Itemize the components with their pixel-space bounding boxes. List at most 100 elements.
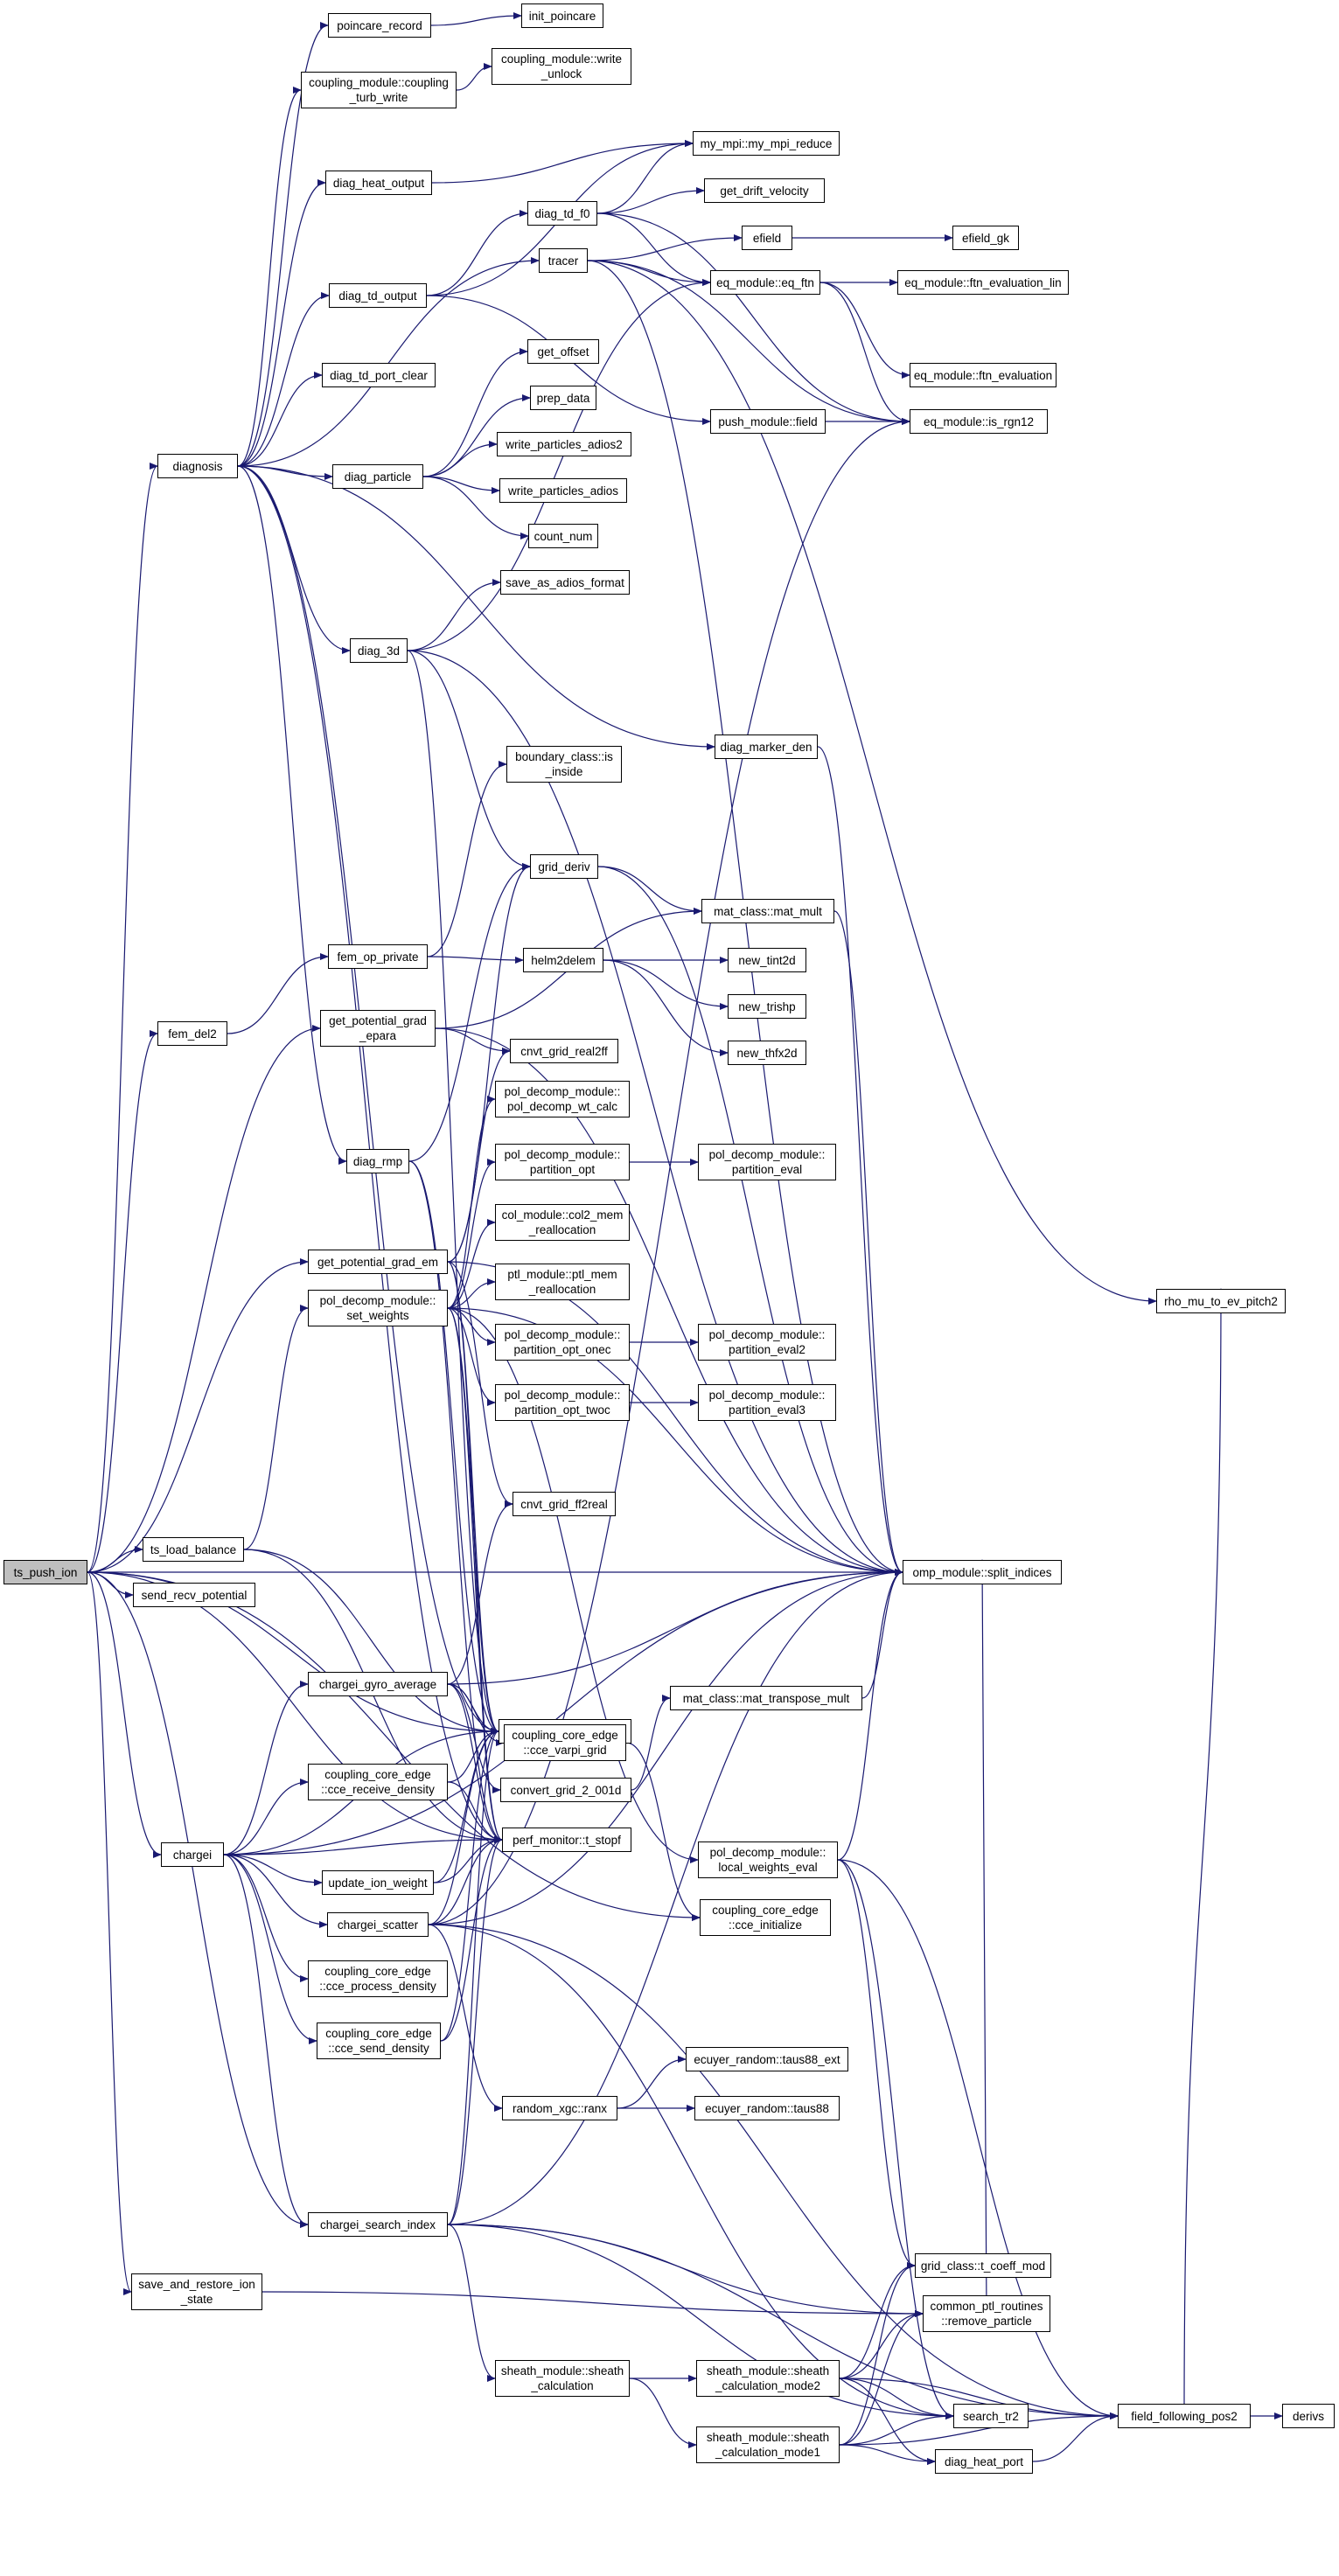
node-search-tr2[interactable]: search_tr2 <box>953 2404 1029 2428</box>
node-mat-mult[interactable]: mat_class::mat_mult <box>701 899 834 923</box>
node-grid-deriv[interactable]: grid_deriv <box>530 854 598 879</box>
node-update-ion-weight[interactable]: update_ion_weight <box>322 1870 434 1895</box>
node-partition-opt[interactable]: pol_decomp_module:: partition_opt <box>495 1144 630 1180</box>
node-cce-send-density[interactable]: coupling_core_edge ::cce_send_density <box>317 2023 441 2059</box>
node-cnvt-grid-ff2real[interactable]: cnvt_grid_ff2real <box>513 1492 616 1516</box>
node-diag-td-output[interactable]: diag_td_output <box>329 283 427 308</box>
node-convert-grid-2-001d[interactable]: convert_grid_2_001d <box>500 1778 631 1802</box>
node-is-rgn12[interactable]: eq_module::is_rgn12 <box>910 409 1048 434</box>
node-pol-decomp-wt-calc[interactable]: pol_decomp_module:: pol_decomp_wt_calc <box>495 1081 630 1117</box>
node-rho-mu-to-ev-pitch2[interactable]: rho_mu_to_ev_pitch2 <box>1156 1289 1286 1313</box>
node-t-stopf[interactable]: perf_monitor::t_stopf <box>502 1828 631 1852</box>
node-chargei-gyro-average[interactable]: chargei_gyro_average <box>308 1672 448 1696</box>
call-edge <box>426 210 528 296</box>
node-field-following-pos2[interactable]: field_following_pos2 <box>1118 2404 1251 2428</box>
node-chargei-scatter[interactable]: chargei_scatter <box>327 1912 429 1937</box>
node-efield-gk[interactable]: efield_gk <box>952 226 1019 250</box>
node-new-trishp[interactable]: new_trishp <box>728 994 806 1019</box>
node-prep-data[interactable]: prep_data <box>530 386 596 410</box>
node-col2-mem-realloc[interactable]: col_module::col2_mem _reallocation <box>495 1204 630 1241</box>
node-diagnosis[interactable]: diagnosis <box>157 454 238 478</box>
node-chargei[interactable]: chargei <box>161 1842 224 1867</box>
node-chargei-search-index[interactable]: chargei_search_index <box>308 2212 448 2237</box>
node-new-thfx2d[interactable]: new_thfx2d <box>728 1041 806 1065</box>
node-cce-process-density[interactable]: coupling_core_edge ::cce_process_density <box>308 1960 448 1997</box>
call-edge <box>237 292 330 467</box>
call-edge <box>629 2378 697 2448</box>
node-poincare-record[interactable]: poincare_record <box>328 13 431 38</box>
node-get-offset[interactable]: get_offset <box>527 339 599 364</box>
node-taus88-ext[interactable]: ecuyer_random::taus88_ext <box>686 2047 848 2071</box>
node-remove-particle[interactable]: common_ptl_routines ::remove_particle <box>923 2295 1050 2332</box>
call-edge <box>839 2378 936 2465</box>
node-ftn-eval-lin[interactable]: eq_module::ftn_evaluation_lin <box>897 270 1069 295</box>
node-mat-transpose-mult[interactable]: mat_class::mat_transpose_mult <box>670 1686 862 1710</box>
node-count-num[interactable]: count_num <box>528 524 598 548</box>
node-boundary-is-inside[interactable]: boundary_class::is _inside <box>506 746 622 783</box>
node-partition-opt-onec[interactable]: pol_decomp_module:: partition_opt_onec <box>495 1324 630 1361</box>
node-t-coeff-mod[interactable]: grid_class::t_coeff_mod <box>915 2253 1051 2278</box>
call-edge <box>603 959 729 1056</box>
call-edge <box>447 863 531 1263</box>
node-random-ranx[interactable]: random_xgc::ranx <box>502 2096 617 2120</box>
node-init-poincare[interactable]: init_poincare <box>521 3 603 28</box>
node-calc-mode2[interactable]: sheath_module::sheath _calculation_mode2 <box>696 2360 840 2397</box>
node-partition-eval2[interactable]: pol_decomp_module:: partition_eval2 <box>698 1324 836 1361</box>
node-fem-del2[interactable]: fem_del2 <box>157 1021 227 1046</box>
node-local-weights-eval[interactable]: pol_decomp_module:: local_weights_eval <box>698 1841 838 1878</box>
node-diag-particle[interactable]: diag_particle <box>332 464 423 489</box>
node-partition-eval[interactable]: pol_decomp_module:: partition_eval <box>698 1144 836 1180</box>
call-edge <box>617 2056 687 2109</box>
node-efield[interactable]: efield <box>742 226 792 250</box>
node-diag-heat-output[interactable]: diag_heat_output <box>325 171 432 195</box>
call-edge <box>839 2262 916 2446</box>
node-derivs[interactable]: derivs <box>1282 2404 1335 2428</box>
node-sheath-calculation[interactable]: sheath_module::sheath _calculation <box>495 2360 630 2397</box>
node-save-and-restore[interactable]: save_and_restore_ion _state <box>131 2273 262 2310</box>
node-my-mpi-reduce[interactable]: my_mpi::my_mpi_reduce <box>693 131 840 156</box>
node-get-potential-grad-epara[interactable]: get_potential_grad _epara <box>320 1010 436 1047</box>
node-cce-initialize[interactable]: coupling_core_edge ::cce_initialize <box>700 1899 831 1936</box>
call-edge <box>447 1219 496 1309</box>
node-diag-td-port-clear[interactable]: diag_td_port_clear <box>322 363 436 387</box>
call-edge <box>237 372 323 467</box>
node-cnvt-grid-real2ff[interactable]: cnvt_grid_real2ff <box>510 1039 618 1063</box>
node-diag-3d[interactable]: diag_3d <box>350 638 408 663</box>
node-ts-load-balance[interactable]: ts_load_balance <box>143 1537 244 1562</box>
node-diag-td-f0[interactable]: diag_td_f0 <box>527 201 597 226</box>
node-calc-mode1[interactable]: sheath_module::sheath _calculation_mode1 <box>696 2426 840 2463</box>
node-write-particles-adios2[interactable]: write_particles_adios2 <box>497 432 631 456</box>
node-coupling-turb-write[interactable]: coupling_module::coupling _turb_write <box>301 72 457 108</box>
node-set-weights[interactable]: pol_decomp_module:: set_weights <box>308 1290 448 1326</box>
node-ptl-mem-realloc[interactable]: ptl_module::ptl_mem _reallocation <box>495 1264 630 1300</box>
node-cce-varpi-grid[interactable]: coupling_core_edge ::cce_varpi_grid <box>504 1724 626 1761</box>
node-split-indices[interactable]: omp_module::split_indices <box>903 1560 1062 1584</box>
node-partition-eval3[interactable]: pol_decomp_module:: partition_eval3 <box>698 1384 836 1421</box>
node-write-unlock[interactable]: coupling_module::write _unlock <box>492 48 631 85</box>
node-diag-marker-den[interactable]: diag_marker_den <box>715 735 818 759</box>
call-edge <box>427 956 524 964</box>
node-partition-opt-twoc[interactable]: pol_decomp_module:: partition_opt_twoc <box>495 1384 630 1421</box>
node-helm2delem[interactable]: helm2delem <box>523 948 603 972</box>
call-edge <box>596 187 705 214</box>
node-push-field[interactable]: push_module::field <box>710 409 826 434</box>
node-write-particles-adios[interactable]: write_particles_adios <box>499 478 627 503</box>
node-fem-op-private[interactable]: fem_op_private <box>328 944 428 969</box>
node-get-potential-grad-em[interactable]: get_potential_grad_em <box>308 1250 448 1274</box>
node-cce-receive-density[interactable]: coupling_core_edge ::cce_receive_density <box>308 1764 448 1800</box>
node-send-recv-potential[interactable]: send_recv_potential <box>133 1583 255 1607</box>
call-edge <box>861 1569 903 1699</box>
call-edge <box>262 2291 924 2317</box>
call-edge <box>422 348 528 477</box>
node-save-as-adios-format[interactable]: save_as_adios_format <box>500 570 630 595</box>
node-ftn-eval[interactable]: eq_module::ftn_evaluation <box>910 363 1057 387</box>
node-tracer[interactable]: tracer <box>539 248 588 273</box>
node-taus88[interactable]: ecuyer_random::taus88 <box>694 2096 840 2120</box>
node-eq-ftn[interactable]: eq_module::eq_ftn <box>710 270 820 295</box>
node-diag-heat-port[interactable]: diag_heat_port <box>935 2449 1033 2474</box>
node-diag-rmp[interactable]: diag_rmp <box>346 1149 409 1173</box>
call-edge <box>428 1924 954 2419</box>
node-get-drift-velocity[interactable]: get_drift_velocity <box>704 178 825 203</box>
call-edge <box>456 63 492 91</box>
node-new-tint2d[interactable]: new_tint2d <box>728 948 806 972</box>
